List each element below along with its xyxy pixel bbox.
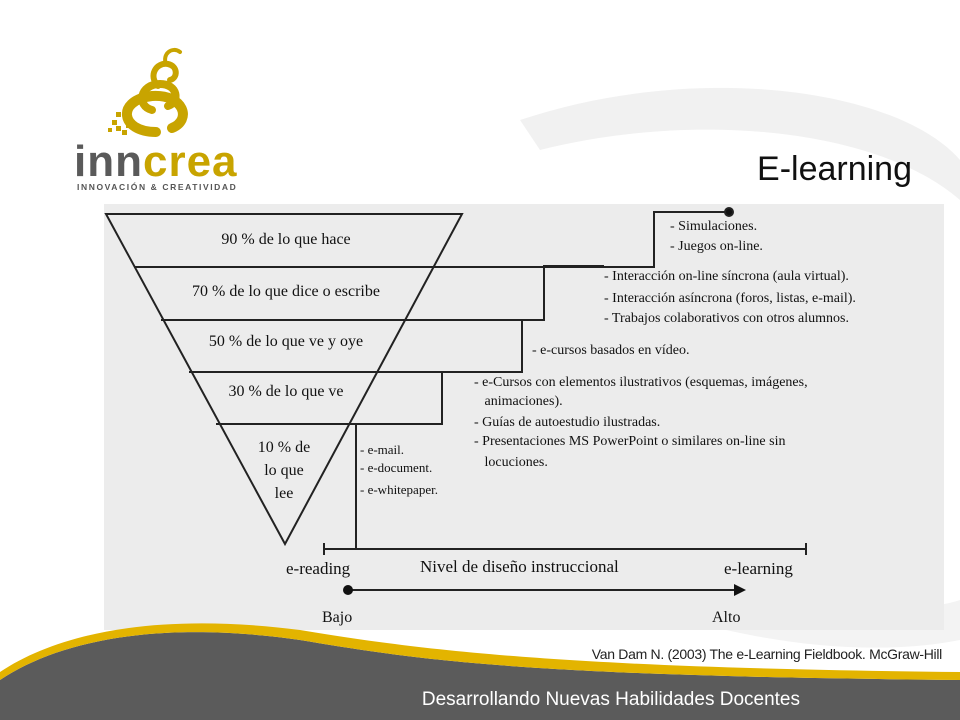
axis-center-label: Nivel de diseño instruccional — [420, 557, 619, 576]
level-label: lee — [275, 485, 294, 502]
connector-dot-icon — [724, 207, 734, 217]
level-label: 30 % de lo que ve — [228, 383, 343, 400]
arrow-start-dot-icon — [343, 585, 353, 595]
brand-name-part2: crea — [142, 137, 238, 186]
footer-text: Desarrollando Nuevas Habilidades Docente… — [421, 689, 800, 710]
inncrea-logo-swirl-icon — [108, 47, 188, 137]
group-item: - Interacción asíncrona (foros, listas, … — [604, 291, 856, 306]
group-item: - e-Cursos con elementos ilustrativos (e… — [474, 375, 808, 390]
slide-title: E-learning — [757, 150, 912, 188]
pyramid-outline — [104, 213, 464, 547]
group-item: - Juegos on-line. — [670, 239, 763, 254]
group-item: - e-cursos basados en vídeo. — [532, 343, 689, 358]
learning-pyramid-diagram: 90 % de lo que hace 70 % de lo que dice … — [104, 204, 944, 630]
group-item: locuciones. — [474, 455, 548, 470]
diagram-canvas: 90 % de lo que hace 70 % de lo que dice … — [104, 207, 856, 626]
group-item: - e-whitepaper. — [360, 482, 438, 497]
connector-line — [406, 265, 604, 321]
citation: Van Dam N. (2003) The e-Learning Fieldbo… — [591, 646, 943, 662]
level-label: 50 % de lo que ve y oye — [209, 333, 363, 350]
level-label: 90 % de lo que hace — [221, 231, 350, 248]
level-label: lo que — [264, 462, 304, 479]
group-item: - Interacción on-line síncrona (aula vir… — [604, 269, 849, 284]
connector-line — [352, 371, 474, 425]
group-item: - e-mail. — [360, 442, 404, 457]
group-item: - Simulaciones. — [670, 219, 757, 234]
group-item: - Trabajos colaborativos con otros alumn… — [604, 311, 849, 326]
group-item: - Presentaciones MS PowerPoint o similar… — [474, 434, 785, 449]
axis-low-label: Bajo — [322, 609, 352, 626]
arrow-head-icon — [734, 584, 746, 596]
axis-right-label: e-learning — [724, 559, 793, 578]
level-label: 70 % de lo que dice o escribe — [192, 283, 380, 300]
brand-name: inncrea — [74, 140, 238, 184]
group-item: - e-document. — [360, 460, 432, 475]
axis-left-label: e-reading — [286, 559, 351, 578]
brand-name-part1: inn — [74, 137, 143, 186]
connector-line — [379, 319, 534, 373]
level-label: 10 % de — [258, 439, 310, 456]
group-item: - Guías de autoestudio ilustradas. — [474, 415, 660, 430]
axis-high-label: Alto — [712, 609, 740, 626]
group-item: animaciones). — [474, 394, 563, 409]
brand-tagline: INNOVACIÓN & CREATIVIDAD — [77, 182, 238, 192]
